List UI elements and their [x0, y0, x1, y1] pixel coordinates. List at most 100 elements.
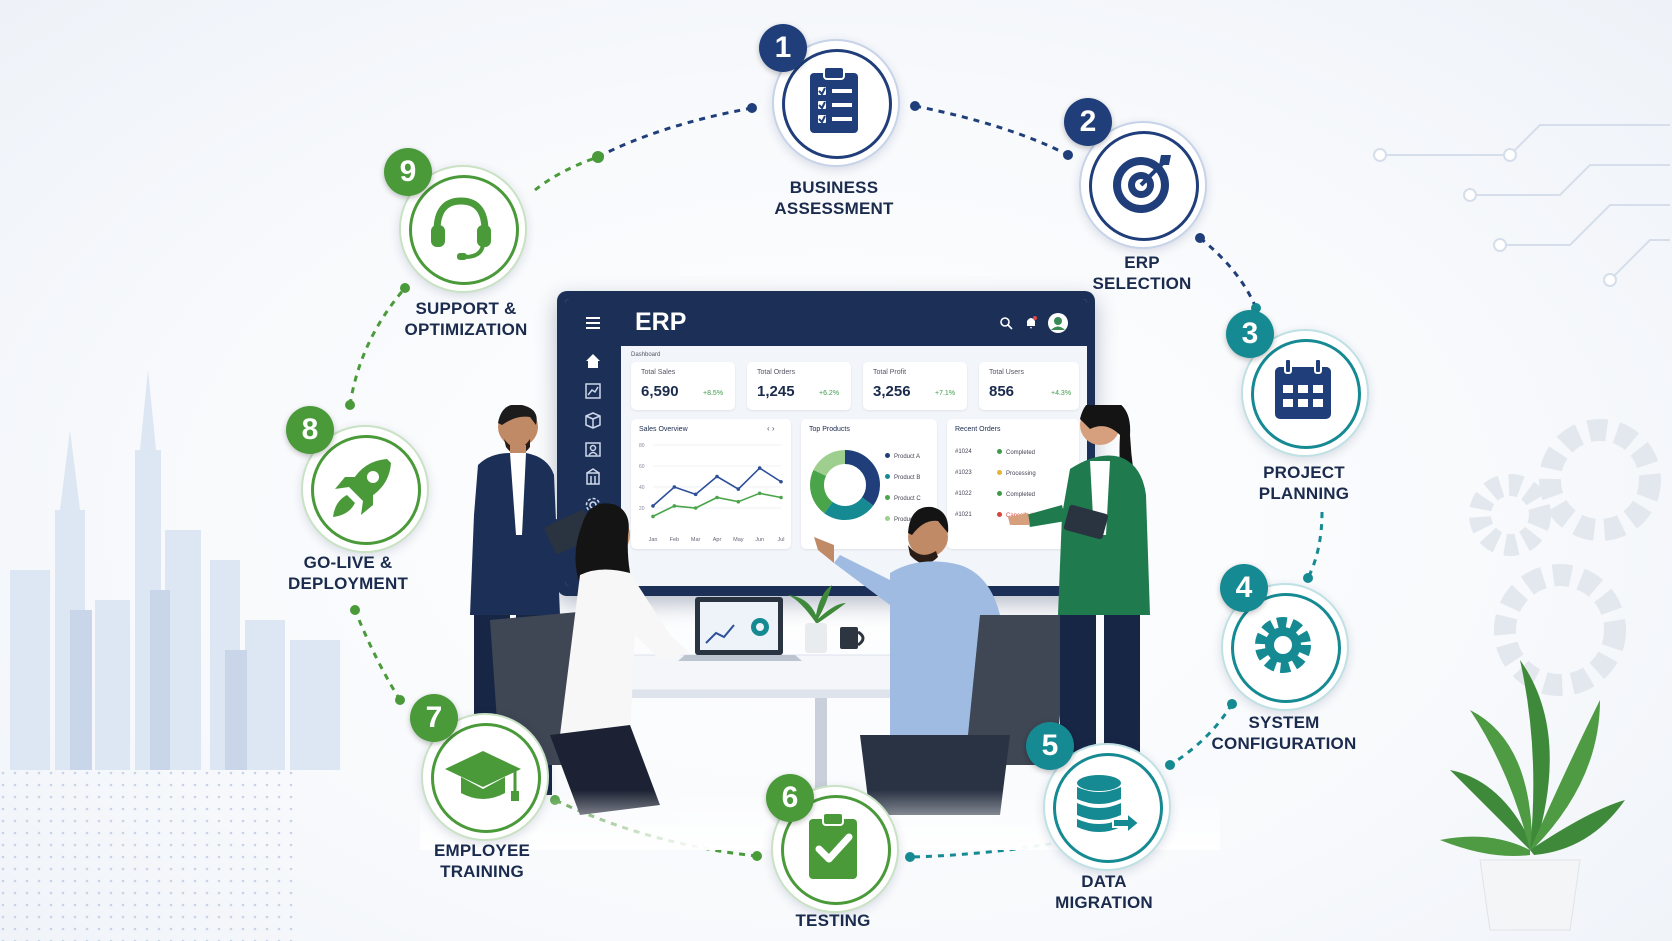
users-icon[interactable]	[583, 439, 603, 459]
desk-plant	[788, 585, 846, 653]
y-tick-label: 60	[639, 464, 645, 470]
table-row[interactable]: #1023 Processing	[955, 470, 1075, 491]
order-status: Completed	[1006, 492, 1036, 498]
step-8-go-live-deployment[interactable]: 8	[286, 406, 438, 562]
coffee-mug	[840, 627, 865, 649]
graduation-cap-icon	[445, 751, 521, 801]
x-tick-label: Jan	[649, 537, 658, 543]
data-point	[672, 485, 677, 489]
step-2-erp-selection[interactable]: 2	[1064, 98, 1216, 258]
target-icon	[1113, 155, 1171, 213]
step-9-support-optimization[interactable]: 9	[384, 148, 536, 302]
kpi-card-total-sales: Total Sales 6,590 +8.5%	[631, 362, 735, 410]
data-point	[672, 504, 677, 508]
kpi-change: +7.1%	[935, 390, 956, 397]
x-tick-label: Apr	[713, 537, 722, 543]
label-line: SYSTEM	[1248, 713, 1320, 732]
data-point	[715, 474, 719, 479]
step-3-project-planning[interactable]: 3	[1226, 310, 1378, 466]
step-label: TESTING	[723, 910, 943, 931]
step-label: ERP SELECTION	[1032, 252, 1252, 294]
step-number: 9	[384, 148, 432, 196]
kpi-card-total-orders: Total Orders 1,245 +6.2%	[747, 362, 851, 410]
kpi-value: 1,245	[757, 383, 795, 400]
label-line: DATA	[1081, 872, 1127, 891]
kpi-card-total-users: Total Users 856 +4.3%	[979, 362, 1079, 410]
clipboard-checklist-icon	[810, 66, 858, 133]
kpi-change: +6.2%	[819, 390, 840, 397]
step-ring	[771, 785, 899, 913]
home-icon[interactable]	[583, 351, 603, 371]
x-tick-label: May	[733, 537, 744, 543]
data-point	[693, 506, 698, 510]
laptop	[678, 597, 802, 661]
step-number: 2	[1064, 98, 1112, 146]
step-number: 6	[766, 774, 814, 822]
x-tick-label: Jun	[755, 537, 764, 543]
step-number: 8	[286, 406, 334, 454]
donut-slice	[810, 450, 880, 520]
data-point	[651, 504, 655, 508]
data-point	[757, 466, 762, 470]
data-point	[779, 495, 783, 500]
menu-icon[interactable]	[583, 313, 603, 333]
step-label: DATA MIGRATION	[994, 871, 1214, 913]
label-line: SUPPORT &	[415, 299, 517, 318]
dashboard-breadcrumb: Dashboard	[631, 352, 661, 358]
data-point	[693, 492, 698, 497]
kpi-label: Total Users	[989, 369, 1025, 376]
label-line: ASSESSMENT	[774, 199, 894, 218]
label-line: MIGRATION	[1055, 893, 1153, 912]
label-line: SELECTION	[1092, 274, 1192, 293]
gear-icon	[1255, 617, 1311, 673]
step-label: SUPPORT &OPTIMIZATION	[356, 298, 576, 340]
kpi-label: Total Sales	[641, 369, 676, 376]
label-line: ERP	[1124, 253, 1160, 272]
label-line: BUSINESS	[789, 178, 879, 197]
chevrons-icon[interactable]: ‹ ›	[767, 424, 775, 433]
top-products-card: Top Products Product A Product B Product…	[801, 419, 937, 549]
label-line: PLANNING	[1258, 484, 1350, 503]
donut-slice	[810, 450, 880, 520]
dashboard-screen: ERP Dashboard Total Sales 6,590 +8.5% To…	[565, 299, 1087, 586]
step-label: BUSINESS ASSESSMENT	[724, 177, 944, 219]
donut-slice	[810, 450, 880, 520]
order-status: Processing	[1006, 471, 1036, 477]
kpi-change: +8.5%	[703, 390, 724, 397]
bell-icon[interactable]	[1024, 315, 1038, 330]
step-4-system-configuration[interactable]: 4	[1208, 564, 1358, 720]
step-number: 3	[1226, 310, 1274, 358]
search-icon[interactable]	[999, 316, 1013, 330]
top-products-title: Top Products	[809, 426, 850, 433]
step-6-testing[interactable]: 6	[758, 772, 908, 922]
kpi-label: Total Profit	[873, 369, 907, 376]
legend-item: Product C	[885, 495, 937, 516]
dot-pattern-decoration	[0, 770, 300, 941]
step-7-employee-training[interactable]: 7	[408, 694, 558, 850]
kpi-change: +4.3%	[1051, 390, 1072, 397]
step-1-business-assessment[interactable]: 1	[759, 24, 909, 176]
chart-icon[interactable]	[583, 381, 603, 401]
legend-item: Product A	[885, 453, 937, 474]
circuit-lines-decoration	[1373, 124, 1670, 287]
data-point	[736, 487, 741, 491]
data-point	[715, 495, 719, 500]
step-number: 1	[759, 24, 807, 72]
data-point	[779, 479, 783, 484]
label-line: PROJECT	[1263, 463, 1345, 482]
database-transfer-icon	[1077, 775, 1141, 836]
building-icon[interactable]	[583, 467, 603, 487]
avatar[interactable]	[1047, 312, 1069, 334]
step-label: PROJECT PLANNING	[1194, 462, 1414, 504]
kpi-label: Total Orders	[757, 369, 796, 376]
y-tick-label: 40	[639, 485, 645, 491]
step-5-data-migration[interactable]: 5	[1026, 722, 1180, 880]
legend-label: Product C	[894, 496, 921, 502]
box-icon[interactable]	[583, 410, 603, 430]
order-id: #1023	[955, 470, 972, 476]
